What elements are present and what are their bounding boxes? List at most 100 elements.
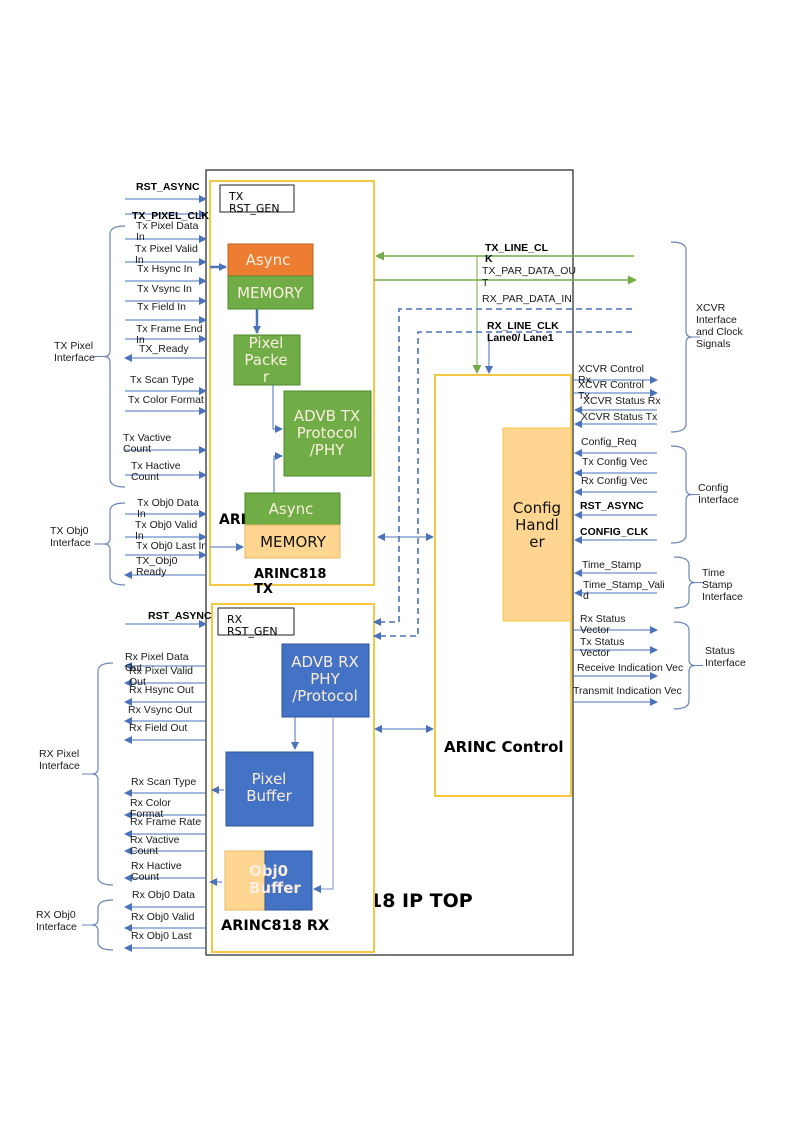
signal-label: In (137, 508, 146, 520)
group-label: Interface (696, 314, 737, 326)
signal-label: Tx Vsync In (137, 283, 192, 295)
obj0-buffer-label-1: Obj0 (249, 862, 288, 880)
tx-par-data-out-label-1: TX_PAR_DATA_OU (482, 265, 576, 277)
signal-time-stamp-vali-d: Time_Stamp_Valid (574, 579, 665, 602)
signal-label: Tx Hsync In (137, 263, 193, 275)
brace-shape (91, 662, 114, 886)
pixel-packer (233, 334, 301, 386)
config-handler-label-1: Config (513, 499, 561, 517)
signal-label: Tx Obj0 Last In (136, 540, 207, 552)
signal-label: RST_ASYNC (580, 500, 644, 512)
signal-label: Rx Hsync Out (129, 684, 194, 696)
arrow-packer-to-advb (272, 385, 283, 433)
signal-rx-frame-rate: Rx Frame Rate (124, 816, 206, 838)
group-label: Status (705, 645, 735, 657)
ip-top-title: 18 IP TOP (369, 890, 473, 912)
rx-line-clk-label-2: Lane0/ Lane1 (487, 332, 554, 344)
signal-label: CONFIG_CLK (580, 526, 649, 538)
config-handler (502, 427, 572, 622)
advb-tx-label-1: ADVB TX (294, 407, 360, 425)
tx-line-clk-label-1: TX_LINE_CL (485, 242, 549, 254)
signal-label: Rx Scan Type (131, 776, 196, 788)
group-label: Interface (36, 921, 77, 933)
signal-label: Tx Status (580, 636, 624, 648)
signal-label: Rx Obj0 Last (131, 930, 192, 942)
group-label: Interface (50, 537, 91, 549)
tx-memory-bottom-label: MEMORY (260, 533, 327, 551)
signal-label: Rx Status (580, 613, 626, 625)
rx-block-label: ARINC818 RX (221, 918, 329, 934)
signal-label: Out (125, 662, 142, 674)
signal-tx-obj0-last-in: Tx Obj0 Last In (125, 540, 207, 559)
signal-label: Rx Field Out (129, 722, 187, 734)
tx-async-bottom-label: Async (269, 500, 314, 518)
signal-label: Tx Obj0 Data (137, 497, 199, 509)
group-label: TX Pixel (54, 340, 93, 352)
signal-tx-field-in: Tx Field In (125, 301, 207, 324)
group-label: Interface (702, 591, 743, 603)
tx-block-label-1: ARINC818 (254, 567, 326, 582)
brace-shape (670, 445, 693, 544)
group-label: Interface (54, 352, 95, 364)
signal-label: Tx Hactive (131, 460, 181, 472)
rx-line-clk-label-1: RX_LINE_CLK (487, 320, 559, 332)
tx-block-label-2: TX (254, 582, 273, 597)
signal-label: Format (130, 808, 163, 820)
arrow-async-to-advb (273, 452, 283, 493)
group-label: TX Obj0 (50, 525, 89, 537)
signal-xcvr-status-tx: XCVR Status Tx (574, 411, 658, 428)
signal-tx-color-format: Tx Color Format (125, 394, 207, 415)
group-label: and Clock (696, 326, 743, 338)
signal-label: Rx Vactive (130, 834, 180, 846)
brace-shape (670, 241, 693, 433)
signal-label: Tx Config Vec (582, 456, 647, 468)
signal-tx-vsync-in: Tx Vsync In (125, 283, 207, 305)
signal-rst-async: RST_ASYNC (574, 500, 657, 519)
signal-rx-rst-async: RST_ASYNC (125, 610, 212, 628)
signal-label: TX_PIXEL_CLK (132, 210, 209, 222)
signal-label: Tx Color Format (128, 394, 204, 406)
group-label: Stamp (702, 579, 733, 591)
signal-config-clk: CONFIG_CLK (574, 526, 657, 544)
advb-rx-label-1: ADVB RX (291, 653, 359, 671)
group-label: Interface (698, 494, 739, 506)
tx-async-top (227, 243, 314, 277)
tx-async-bottom (244, 492, 341, 526)
tx-rst-gen-label-2: RST_GEN (229, 202, 280, 215)
group-label: Interface (705, 657, 746, 669)
signal-label: XCVR Control (578, 379, 644, 391)
advb-rx (281, 643, 370, 718)
pixel-buffer (225, 751, 314, 827)
signal-tx-config-vec: Tx Config Vec (574, 456, 657, 477)
signal-tx-pixel-clk: TX_PIXEL_CLK (125, 210, 209, 222)
tx-memory-top-label: MEMORY (237, 284, 304, 302)
pixel-buffer-label-2: Buffer (246, 787, 292, 805)
config-handler-label-3: er (529, 533, 545, 551)
signal-label: Rx Obj0 Data (132, 889, 195, 901)
advb-tx-label-3: /PHY (310, 441, 345, 459)
advb-rx-label-3: /Protocol (292, 687, 358, 705)
signal-label: In (136, 334, 145, 346)
signal-config-req: Config_Req (574, 436, 657, 457)
signal-label: Time_Stamp (582, 559, 641, 571)
group-label: Config (698, 482, 729, 494)
signal-label: Tx Pixel Valid (135, 243, 198, 255)
pixel-buffer-label-1: Pixel (252, 770, 287, 788)
rx-rst-gen-label-2: RST_GEN (227, 625, 278, 638)
signal-tx-ready: TX_Ready (124, 343, 206, 362)
